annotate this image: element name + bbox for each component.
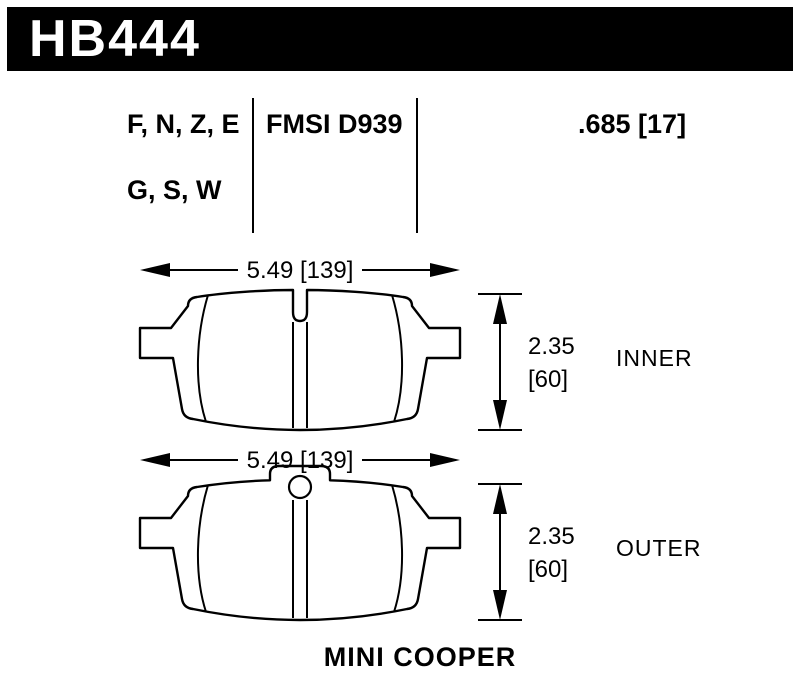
arrowhead-up-icon [493,484,507,514]
friction-boundary-right [391,484,403,613]
arrowhead-left-icon [140,263,170,277]
outer-width-dimension: 5.49 [139] [140,445,460,475]
outer-height-label-in: 2.35 [528,523,575,550]
inner-pad-figure: 5.49 [139] 2.35 [60] INNER [138,255,693,432]
arrowhead-right-icon [430,453,460,467]
vehicle-name: MINI COOPER [323,642,517,672]
arrowhead-down-icon [493,590,507,620]
inner-width-dimension: 5.49 [139] [140,255,460,285]
inner-width-label: 5.49 [139] [247,257,354,284]
compound-codes: F, N, Z, E G, S, W [127,108,240,207]
arrowhead-right-icon [430,263,460,277]
friction-boundary-left [197,294,209,423]
part-number: HB444 [29,10,201,68]
header-bar: HB444 [7,7,793,71]
dimension-text-mask [238,445,362,475]
divider-line [252,98,254,233]
compound-codes-line1: F, N, Z, E [127,109,240,139]
inner-height-label-in: 2.35 [528,333,575,360]
sensor-hole [287,474,313,500]
arrowhead-down-icon [493,400,507,430]
outer-pad-outline [138,464,462,622]
inner-label: INNER [616,345,693,371]
outer-width-label: 5.49 [139] [247,447,354,474]
compound-codes-line2: G, S, W [127,175,222,205]
outer-pad-body [138,464,462,622]
outer-height-dimension: 2.35 [60] [478,483,575,621]
dimension-text-mask [238,255,362,285]
outer-label: OUTER [616,535,702,561]
outer-height-label-mm: [60] [528,556,568,583]
inner-height-label-mm: [60] [528,366,568,393]
inner-pad-body [138,288,462,432]
friction-boundary-left [197,484,209,613]
friction-boundary-right [391,294,403,423]
fmsi-number: FMSI D939 [266,109,403,139]
arrowhead-up-icon [493,294,507,324]
outer-pad-figure: 5.49 [139] 2.35 [60] OUTER [138,445,702,622]
divider-line [416,98,418,233]
inner-height-dimension: 2.35 [60] [478,293,575,431]
inner-pad-outline [138,288,462,432]
arrowhead-left-icon [140,453,170,467]
pad-thickness: .685 [17] [578,109,687,139]
